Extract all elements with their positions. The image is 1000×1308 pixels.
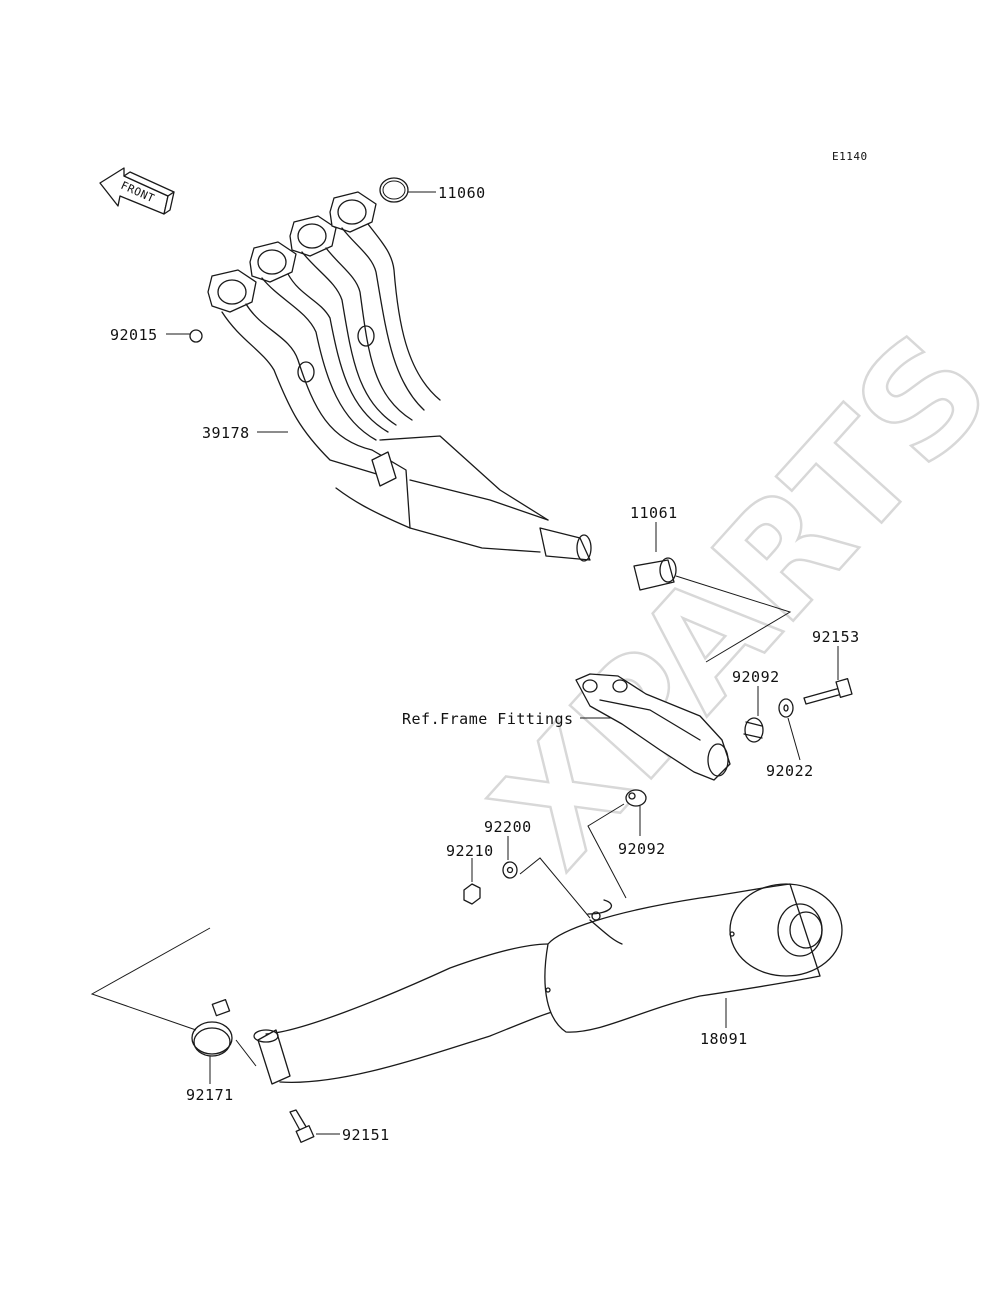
part-label-92153[interactable]: 92153 xyxy=(812,628,860,646)
part-label-11061[interactable]: 11061 xyxy=(630,504,678,522)
frame-fitting-bracket xyxy=(575,673,731,781)
part-label-92092-lower[interactable]: 92092 xyxy=(618,840,666,858)
gasket-ring[interactable] xyxy=(379,177,409,203)
diagram-code: E1140 xyxy=(832,150,868,163)
exhaust-gasket-sleeve[interactable] xyxy=(633,557,677,591)
flange-nut[interactable] xyxy=(189,329,203,343)
part-label-92151[interactable]: 92151 xyxy=(342,1126,390,1144)
exhaust-clamp[interactable] xyxy=(191,998,233,1057)
part-label-92022[interactable]: 92022 xyxy=(766,762,814,780)
part-label-92210[interactable]: 92210 xyxy=(446,842,494,860)
part-label-11060[interactable]: 11060 xyxy=(438,184,486,202)
part-label-92200[interactable]: 92200 xyxy=(484,818,532,836)
part-label-39178[interactable]: 39178 xyxy=(202,424,250,442)
part-label-92015[interactable]: 92015 xyxy=(110,326,158,344)
part-label-92171[interactable]: 92171 xyxy=(186,1086,234,1104)
rubber-damper-upper[interactable] xyxy=(743,717,764,743)
muffler-inlet[interactable] xyxy=(253,1029,291,1085)
exhaust-header-pipe[interactable] xyxy=(207,191,592,562)
front-arrow-icon: FRONT xyxy=(99,167,175,215)
watermark: XPARTS xyxy=(462,302,1000,899)
mounting-bolt[interactable] xyxy=(803,678,853,705)
part-label-18091[interactable]: 18091 xyxy=(700,1030,748,1048)
washer[interactable] xyxy=(778,698,794,718)
part-label-92092-upper[interactable]: 92092 xyxy=(732,668,780,686)
collar-washer[interactable] xyxy=(502,861,518,879)
ref-frame-fittings-note: Ref.Frame Fittings xyxy=(402,710,574,728)
clamp-bolt[interactable] xyxy=(289,1109,315,1143)
muffler-silencer[interactable] xyxy=(265,883,843,1084)
rubber-damper-lower[interactable] xyxy=(625,789,647,807)
muffler-nut[interactable] xyxy=(463,883,481,905)
